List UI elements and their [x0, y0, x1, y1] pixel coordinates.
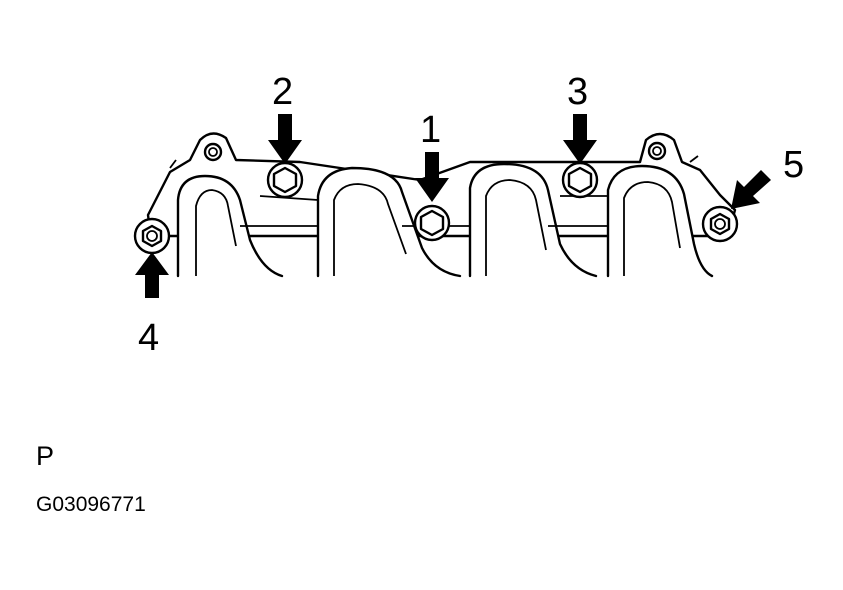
- bolt-1: [413, 204, 451, 242]
- bolt-4: [133, 217, 171, 255]
- callout-2: 2: [272, 71, 293, 113]
- callout-4: 4: [138, 317, 159, 359]
- bracket-hole: [647, 141, 667, 161]
- arrow-5: [731, 170, 771, 209]
- figure-code: G03096771: [36, 493, 146, 516]
- callout-5: 5: [783, 144, 804, 186]
- callout-3: 3: [567, 71, 588, 113]
- bolt-5: [701, 205, 739, 243]
- arrow-4: [135, 252, 169, 298]
- arrow-3: [563, 114, 597, 164]
- arrow-1: [415, 152, 449, 202]
- corner-label: P: [36, 441, 55, 471]
- arrow-2: [268, 114, 302, 164]
- bracket-hole: [203, 142, 223, 162]
- bolt-3: [561, 161, 599, 199]
- callout-1: 1: [420, 109, 441, 151]
- bolt-2: [266, 161, 304, 199]
- intake-manifold: [146, 132, 737, 278]
